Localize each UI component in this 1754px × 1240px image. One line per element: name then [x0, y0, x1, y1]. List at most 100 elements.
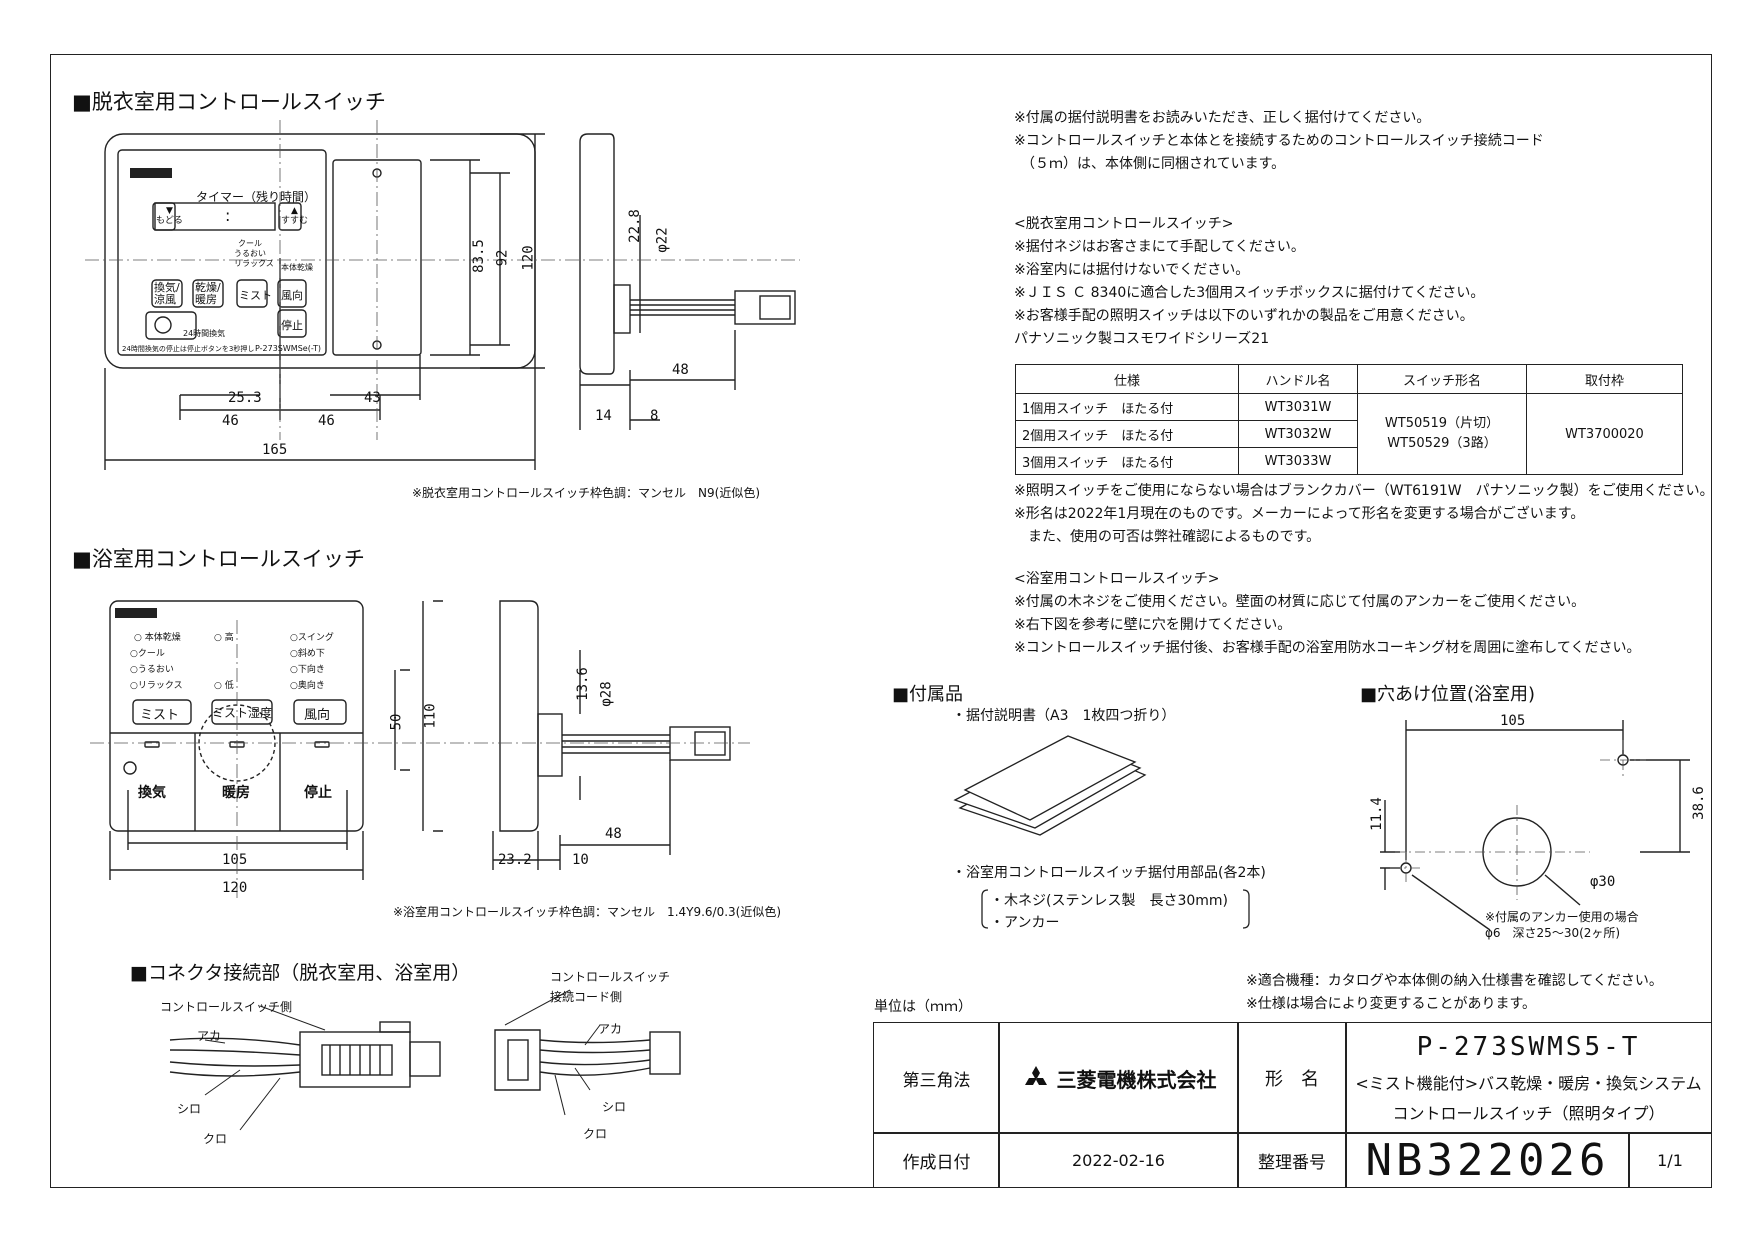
- note-line: ※コントロールスイッチと本体とを接続するためのコントロールスイッチ接続コード: [1014, 133, 1544, 149]
- spec-switch-name: WT50529（3路）: [1387, 436, 1497, 451]
- dim-48a: 48: [672, 362, 689, 378]
- yoku-honkan: ○ 本体乾燥: [134, 633, 181, 643]
- dim-14: 14: [595, 408, 612, 424]
- dim-a11-4: 11.4: [1368, 797, 1385, 831]
- dim-120: 120: [520, 245, 537, 271]
- datsui-timer-label: タイマー（残り時間）: [196, 190, 317, 204]
- datsui-mist-button[interactable]: ミスト: [239, 289, 272, 302]
- note-line: ※お客様手配の照明スイッチは以下のいずれかの製品をご用意ください。: [1014, 308, 1474, 324]
- note-line: <脱衣室用コントロールスイッチ>: [1014, 216, 1234, 232]
- model-desc2: コントロールスイッチ（照明タイプ）: [1392, 1104, 1665, 1123]
- connector-right-label1: コントロールスイッチ: [550, 970, 671, 984]
- note-line: パナソニック製コスモワイドシリーズ21: [1014, 331, 1270, 347]
- note-line: <浴室用コントロールスイッチ>: [1014, 571, 1220, 587]
- title-yoku: ■浴室用コントロールスイッチ: [72, 547, 365, 571]
- datsui-up-button[interactable]: ▲ すすむ: [281, 206, 309, 226]
- table-row: 3個用スイッチ ほたる付 WT3033W: [1015, 447, 1683, 475]
- katamei-label: 形 名: [1237, 1022, 1347, 1134]
- spec-header: スイッチ形名: [1357, 364, 1527, 394]
- dim-y50: 50: [388, 713, 405, 731]
- yoku-color-note: ※浴室用コントロールスイッチ枠色調：マンセル 1.4Y9.6/0.3(近似色): [393, 905, 782, 919]
- wire-kuro-left: クロ: [203, 1132, 228, 1146]
- note-line: ※ＪＩＳ Ｃ 8340に適合した3個用スイッチボックスに据付けてください。: [1014, 285, 1485, 301]
- yoku-fuko-button[interactable]: 風向: [304, 708, 331, 723]
- dim-y110: 110: [422, 703, 439, 729]
- yoku-oku: ○奥向き: [290, 681, 325, 691]
- dim-yphi28: φ28: [598, 681, 615, 707]
- yoku-stop-button[interactable]: 停止: [304, 785, 332, 801]
- mitsubishi-logo-icon: [130, 168, 172, 178]
- dim-46a: 46: [222, 413, 239, 429]
- dim-phi22: φ22: [654, 227, 671, 253]
- mitsubishi-logo-icon: [1024, 1066, 1047, 1085]
- yoku-danbo-button[interactable]: 暖房: [222, 785, 250, 801]
- datsui-24h-label: 24時間換気: [183, 329, 226, 338]
- projection-cell: 第三角法: [873, 1022, 1000, 1134]
- dim-22-8: 22.8: [626, 209, 643, 243]
- datsui-uruoi-label: うるおい: [234, 249, 266, 258]
- note-line: ※付属の木ネジをご使用ください。壁面の材質に応じて付属のアンカーをご使用ください…: [1014, 594, 1586, 610]
- wire-kuro-right: クロ: [583, 1127, 608, 1141]
- date-value: 2022-02-16: [998, 1132, 1239, 1188]
- spec-switch-names: WT50519（片切） WT50529（3路）: [1357, 393, 1527, 475]
- note-line: ※形名は2022年1月現在のものです。メーカーによって形名を変更する場合がござい…: [1014, 506, 1585, 522]
- notes-yoku: <浴室用コントロールスイッチ> ※付属の木ネジをご使用ください。壁面の材質に応じ…: [1014, 568, 1640, 660]
- yoku-uruoi: ○うるおい: [130, 665, 174, 675]
- mitsubishi-logo-icon: [115, 608, 157, 618]
- model-desc1: <ミスト機能付>バス乾燥・暖房・換気システム: [1355, 1074, 1702, 1093]
- dim-y10: 10: [572, 852, 589, 868]
- datsui-stop-note: 24時間換気の停止は停止ボタンを3秒押し: [122, 345, 255, 353]
- model-cell: P-273SWMS5-T <ミスト機能付>バス乾燥・暖房・換気システム コントロ…: [1345, 1022, 1712, 1134]
- spec-header: ハンドル名: [1238, 364, 1358, 394]
- dim-92: 92: [494, 249, 511, 267]
- wire-aka-right: アカ: [598, 1022, 623, 1036]
- wire-shiro-right: シロ: [602, 1100, 627, 1114]
- spec-cell: 3個用スイッチ ほたる付: [1015, 447, 1239, 475]
- datsui-stop-button[interactable]: 停止: [281, 319, 303, 332]
- spec-cell: 1個用スイッチ ほたる付: [1015, 393, 1239, 421]
- dim-8: 8: [650, 408, 659, 424]
- title-datsui: ■脱衣室用コントロールスイッチ: [72, 90, 386, 114]
- datsui-down-button[interactable]: ▼ もどる: [156, 206, 183, 226]
- fuzoku-sub1: ・木ネジ(ステンレス製 長さ30mm): [990, 893, 1229, 909]
- spec-cell: 2個用スイッチ ほたる付: [1015, 420, 1239, 448]
- note-line: ※適合機種：カタログや本体側の納入仕様書を確認してください。: [1246, 973, 1663, 989]
- dim-a-phi30: φ30: [1590, 874, 1616, 890]
- dim-83-5: 83.5: [470, 239, 487, 273]
- yoku-relax: ○リラックス: [130, 681, 183, 691]
- fuzoku-sub2: ・アンカー: [990, 915, 1060, 931]
- datsui-kanki-button[interactable]: 換気/ 涼風: [154, 281, 180, 306]
- spec-table: 仕様 ハンドル名 スイッチ形名 取付枠 1個用スイッチ ほたる付 WT3031W…: [1015, 364, 1683, 475]
- datsui-color-note: ※脱衣室用コントロールスイッチ枠色調：マンセル N9(近似色): [412, 486, 761, 500]
- dim-y120: 120: [222, 880, 248, 896]
- notes-datsui: <脱衣室用コントロールスイッチ> ※据付ネジはお客さまにて手配してください。 ※…: [1014, 213, 1484, 351]
- model-number: P-273SWMS5-T: [1416, 1032, 1641, 1062]
- sheet-value: 1/1: [1628, 1132, 1712, 1188]
- note-line: また、使用の可否は弊社確認によるものです。: [1014, 529, 1321, 545]
- yoku-kanki-button[interactable]: 換気: [138, 785, 166, 801]
- datsui-cool-label: クール: [238, 239, 262, 248]
- dim-y23-2: 23.2: [498, 852, 532, 868]
- datsui-relax-label: リラックス: [234, 259, 274, 268]
- title-connector: ■コネクタ接続部（脱衣室用、浴室用）: [130, 962, 471, 984]
- number-label: 整理番号: [1237, 1132, 1347, 1188]
- yoku-mist-button[interactable]: ミスト: [140, 708, 180, 723]
- note-line: ※コントロールスイッチ据付後、お客様手配の浴室用防水コーキング材を周囲に塗布して…: [1014, 640, 1641, 656]
- datsui-fuko-button[interactable]: 風向: [281, 289, 303, 302]
- connector-left-label: コントロールスイッチ側: [160, 1000, 293, 1014]
- company-cell: 三菱電機株式会社: [998, 1022, 1239, 1134]
- title-anaake: ■穴あけ位置(浴室用): [1360, 684, 1536, 705]
- dim-165: 165: [262, 442, 288, 458]
- company-name: 三菱電機株式会社: [1056, 1067, 1217, 1092]
- yoku-shita: ○下向き: [290, 665, 325, 675]
- notes-top: ※付属の据付説明書をお読みいただき、正しく据付けてください。 ※コントロールスイ…: [1014, 107, 1544, 176]
- datsui-model-label: P-273SWMSe(-T): [255, 344, 321, 353]
- yoku-mist-shitsu-button[interactable]: ミスト湿度: [212, 706, 273, 720]
- spec-cell: WT3032W: [1238, 420, 1358, 448]
- dim-a105: 105: [1500, 713, 1526, 729]
- yoku-naname: ○斜め下: [290, 649, 325, 659]
- dim-y48: 48: [605, 826, 622, 842]
- spec-header: 取付枠: [1526, 364, 1683, 394]
- datsui-kanso-button[interactable]: 乾燥/ 暖房: [195, 281, 221, 306]
